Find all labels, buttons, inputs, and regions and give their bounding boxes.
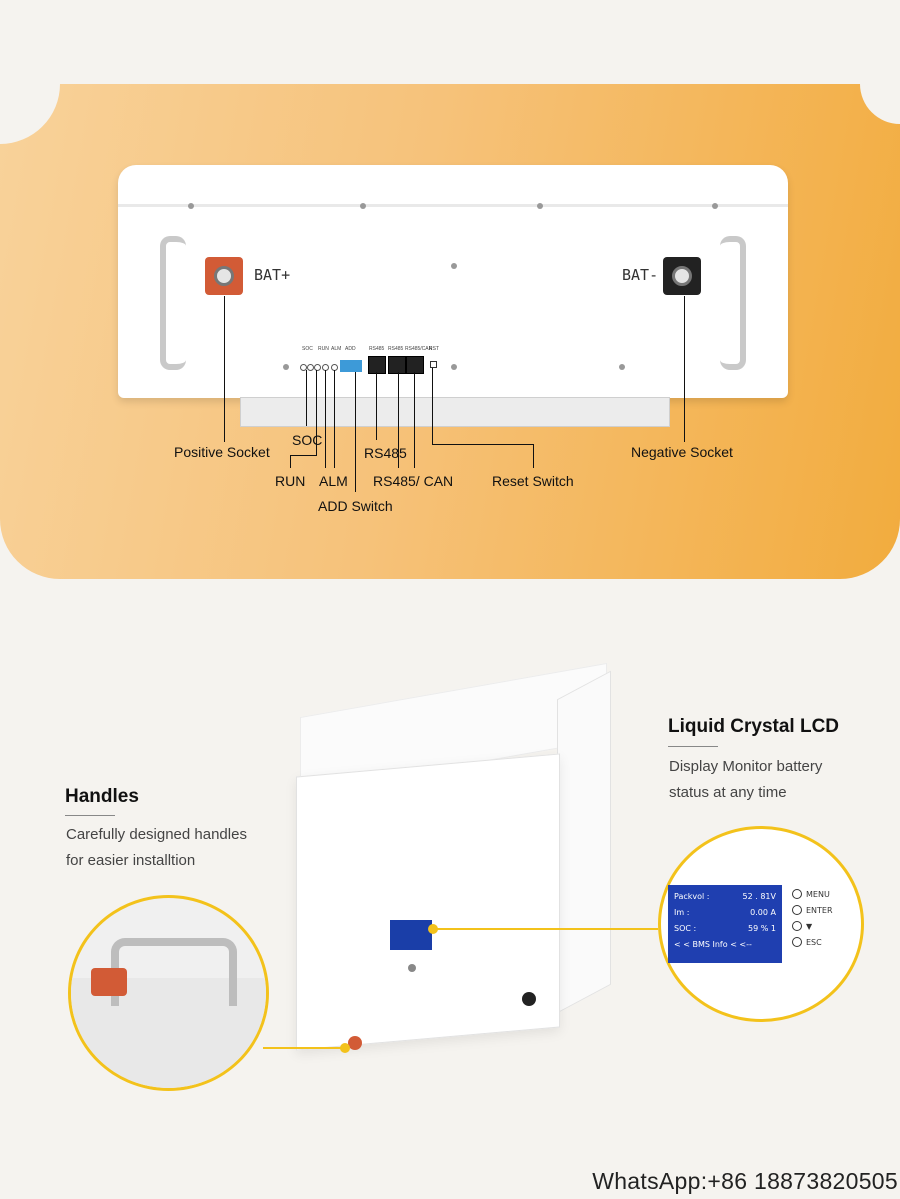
panel-label-soc: SOC xyxy=(302,346,313,352)
lcd-feature-desc-1: Display Monitor battery xyxy=(669,758,823,775)
negative-terminal-icon xyxy=(663,257,701,295)
bat-positive-label: BAT+ xyxy=(254,266,291,284)
callout-line xyxy=(224,296,225,442)
handles-connector-line xyxy=(263,1047,347,1049)
callout-negative-socket: Negative Socket xyxy=(631,444,733,460)
handles-zoom-circle xyxy=(68,895,269,1091)
screw-icon xyxy=(451,263,457,269)
handles-connector-dot xyxy=(340,1043,350,1053)
button-ring-icon xyxy=(792,905,802,915)
callout-line xyxy=(316,370,317,455)
callout-line xyxy=(355,372,356,492)
right-handle[interactable] xyxy=(720,236,746,370)
esc-button-label: ESC xyxy=(806,937,822,947)
screw-icon xyxy=(188,203,194,209)
down-arrow-icon: ▼ xyxy=(806,921,813,931)
negative-terminal-icon xyxy=(522,992,536,1006)
callout-soc: SOC xyxy=(292,432,323,448)
callout-line xyxy=(684,296,685,442)
callout-line xyxy=(414,372,415,468)
button-ring-icon xyxy=(792,937,802,947)
whatsapp-contact: WhatsApp:+86 18873820505 xyxy=(592,1168,898,1194)
lcd-row3-value: 59 % 1 xyxy=(748,924,776,933)
lcd-row2-label: Im : xyxy=(674,908,690,917)
callout-reset-switch: Reset Switch xyxy=(492,473,574,489)
soc-led-icon xyxy=(307,364,314,371)
lcd-row4: < < BMS Info < <-- xyxy=(674,940,752,949)
positive-terminal-icon xyxy=(205,257,243,295)
panel-label-rs485-can: RS485/CAN xyxy=(405,346,433,352)
lcd-row2-value: 0.00 A xyxy=(750,908,776,917)
rs485-port[interactable] xyxy=(368,356,386,374)
callout-line xyxy=(290,455,317,456)
callout-add-switch: ADD Switch xyxy=(318,498,393,514)
down-button[interactable]: ▼ xyxy=(792,918,833,934)
lcd-display-panel: Packvol : 52 . 81V Im : 0.00 A SOC : 59 % 1… xyxy=(668,885,782,963)
callout-alm: ALM xyxy=(319,473,348,489)
device-lcd-screen xyxy=(390,920,432,950)
screw-icon xyxy=(537,203,543,209)
button-ring-icon xyxy=(792,889,802,899)
rs485-port-2[interactable] xyxy=(388,356,406,374)
callout-line xyxy=(533,444,534,468)
callout-run: RUN xyxy=(275,473,306,489)
callout-line xyxy=(306,370,307,426)
panel-label-rs485: RS485 xyxy=(369,346,385,352)
callout-line xyxy=(432,368,433,444)
handles-feature-title: Handles xyxy=(65,786,139,807)
esc-button[interactable]: ESC xyxy=(792,934,833,950)
lcd-feature-desc-2: status at any time xyxy=(669,784,787,801)
lcd-title-rule xyxy=(668,746,718,747)
screw-icon xyxy=(619,364,625,370)
screw-icon xyxy=(360,203,366,209)
lcd-row1-label: Packvol : xyxy=(674,892,710,901)
add-dip-switch[interactable] xyxy=(340,360,362,372)
callout-rs485: RS485 xyxy=(364,445,407,461)
lcd-feature-title: Liquid Crystal LCD xyxy=(668,716,840,737)
reset-switch-button[interactable] xyxy=(430,361,437,368)
menu-button-label: MENU xyxy=(806,889,830,899)
positive-terminal-icon xyxy=(348,1036,362,1050)
lcd-row1-value: 52 . 81V xyxy=(742,892,776,901)
callout-line xyxy=(325,370,326,468)
callout-line xyxy=(290,455,291,468)
handles-feature-desc-2: for easier installtion xyxy=(66,852,196,869)
lcd-button-column: MENU ENTER ▼ ESC xyxy=(792,886,833,950)
panel-label-add: ADD xyxy=(345,346,356,352)
panel-label-rs485-2: RS485 xyxy=(388,346,404,352)
button-ring-icon xyxy=(792,921,802,931)
menu-button[interactable]: MENU xyxy=(792,886,833,902)
callout-positive-socket: Positive Socket xyxy=(174,444,270,460)
lcd-connector-dot xyxy=(428,924,438,934)
screw-icon xyxy=(712,203,718,209)
panel-label-rst: RST xyxy=(429,346,439,352)
callout-line xyxy=(398,372,399,468)
rs485-can-port[interactable] xyxy=(406,356,424,374)
battery-device-side xyxy=(557,670,611,1014)
handles-title-rule xyxy=(65,815,115,816)
handles-feature-desc-1: Carefully designed handles xyxy=(66,826,247,843)
battery-device-body xyxy=(296,753,560,1051)
left-handle[interactable] xyxy=(160,236,186,370)
panel-label-run: RUN xyxy=(318,346,329,352)
screw-icon xyxy=(451,364,457,370)
callout-line xyxy=(376,372,377,440)
handle-closeup-bar xyxy=(111,938,237,1006)
battery-top-band xyxy=(118,204,788,207)
battery-mount-bracket xyxy=(240,397,670,427)
callout-line xyxy=(432,444,534,445)
enter-button-label: ENTER xyxy=(806,905,833,915)
lcd-row3-label: SOC : xyxy=(674,924,697,933)
enter-button[interactable]: ENTER xyxy=(792,902,833,918)
handle-closeup-terminal xyxy=(91,968,127,996)
power-button-icon[interactable] xyxy=(408,964,416,972)
panel-label-alm: ALM xyxy=(331,346,342,352)
bat-negative-label: BAT- xyxy=(622,266,659,284)
soc-led-icon xyxy=(300,364,307,371)
lcd-connector-line xyxy=(436,928,658,930)
callout-line xyxy=(334,370,335,468)
callout-rs485-can: RS485/ CAN xyxy=(373,473,454,489)
screw-icon xyxy=(283,364,289,370)
soc-led-icon xyxy=(314,364,321,371)
